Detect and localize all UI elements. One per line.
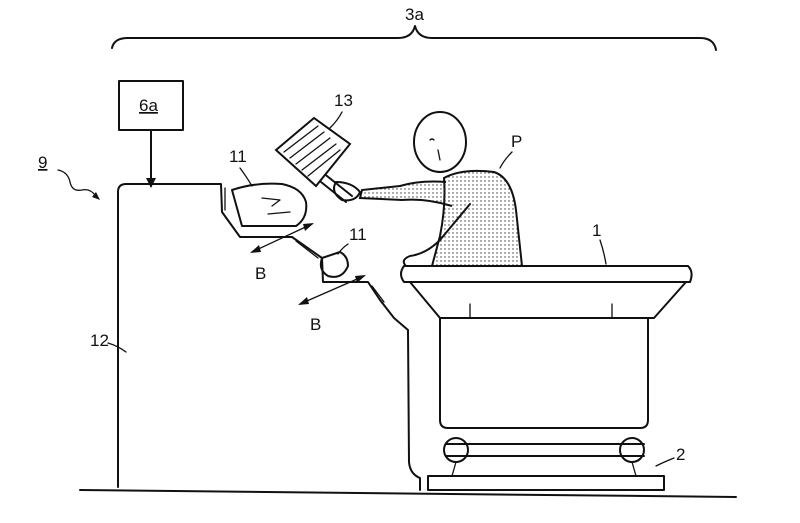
ground-line (79, 489, 737, 498)
workpiece-lower-pointer (337, 243, 349, 255)
hammer-pointer (329, 111, 343, 129)
label-workpiece-lower: 11 (349, 225, 367, 244)
system-arrowhead (92, 192, 100, 200)
person-arm-right (358, 180, 453, 207)
hammer-head (274, 116, 352, 188)
label-tub: 1 (592, 221, 601, 240)
assembly-brace (111, 25, 717, 51)
cart-legs (451, 461, 637, 477)
workpiece-upper (231, 182, 308, 227)
person-arm-left (402, 203, 471, 267)
workpiece-lower (319, 251, 349, 278)
motion-arrow-lower (299, 275, 365, 305)
label-hammer: 13 (334, 91, 353, 110)
label-motion-lower: B (310, 315, 321, 334)
stand-pointer (107, 342, 127, 353)
workpiece-upper-pointer (239, 167, 253, 187)
label-motion-upper: B (255, 264, 266, 283)
cart-pointer (655, 457, 675, 467)
person-face (429, 138, 441, 161)
stepped-stand (117, 183, 421, 491)
cart-wheel-left (443, 437, 469, 463)
label-cart: 2 (676, 445, 685, 464)
person-head (413, 111, 467, 173)
person-pointer (499, 151, 513, 169)
label-person: P (511, 132, 522, 151)
tub (400, 265, 693, 429)
cart-wheel-right (619, 437, 645, 463)
hammer-handle (321, 171, 353, 197)
motion-arrow-upper (251, 223, 313, 253)
tub-body (439, 317, 649, 429)
label-system: 9 (38, 153, 47, 172)
hammer-coil (283, 125, 341, 177)
stand-step-shadow (224, 187, 385, 303)
label-control-box: 6a (139, 96, 158, 115)
tub-rim (400, 265, 693, 283)
tub-seam (469, 303, 613, 319)
system-pointer (57, 169, 97, 197)
motion-arrow-upper-head-a (250, 245, 261, 253)
workpiece-upper-crack (261, 197, 291, 215)
motion-arrow-lower-head-a (298, 297, 309, 305)
hammer (274, 116, 353, 203)
label-workpiece-upper: 11 (229, 147, 247, 166)
label-stand: 12 (90, 331, 109, 350)
person-operator (333, 111, 524, 267)
label-assembly: 3a (405, 5, 424, 24)
person-body (430, 169, 524, 267)
tub-pointer (599, 239, 607, 265)
motion-arrow-lower-head-b (355, 275, 366, 283)
cart (427, 437, 665, 491)
cart-base (427, 475, 665, 491)
motion-arrow-upper-head-b (303, 223, 314, 231)
hammer-handle-edge (315, 177, 347, 203)
tub-funnel (409, 281, 687, 319)
